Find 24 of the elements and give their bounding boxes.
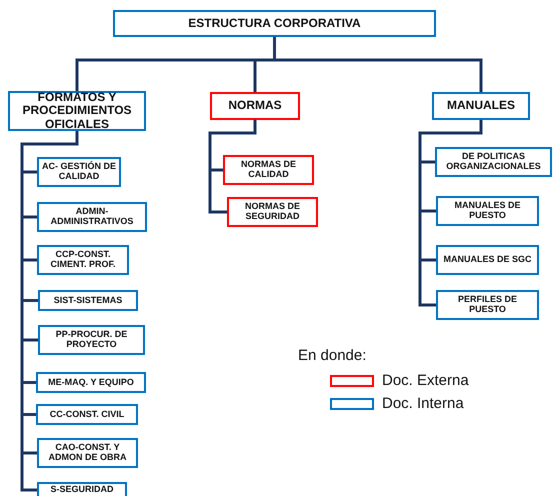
category-box: MANUALES bbox=[432, 92, 530, 120]
category-box: CAO-CONST. Y ADMON DE OBRA bbox=[37, 438, 138, 468]
legend-text: Doc. Externa bbox=[382, 372, 469, 389]
connector-line bbox=[418, 120, 482, 306]
category-box: S-SEGURIDAD bbox=[37, 482, 127, 496]
category-box: ADMIN-ADMINISTRATIVOS bbox=[37, 202, 147, 232]
category-box: NORMAS DE SEGURIDAD bbox=[227, 197, 318, 227]
category-box: MANUALES DE PUESTO bbox=[436, 196, 539, 226]
category-box: PP-PROCUR. DE PROYECTO bbox=[38, 325, 145, 355]
category-box: CC-CONST. CIVIL bbox=[36, 404, 138, 425]
category-box: SIST-SISTEMAS bbox=[38, 290, 138, 311]
legend-text: Doc. Interna bbox=[382, 395, 464, 412]
root-box: ESTRUCTURA CORPORATIVA bbox=[113, 10, 436, 37]
category-box: CCP-CONST. CIMENT. PROF. bbox=[37, 245, 129, 275]
category-box: DE POLITICAS ORGANIZACIONALES bbox=[435, 147, 552, 177]
category-box: FORMATOS Y PROCEDIMIENTOS OFICIALES bbox=[8, 91, 146, 131]
category-box: ME-MAQ. Y EQUIPO bbox=[36, 372, 146, 393]
category-box: NORMAS DE CALIDAD bbox=[223, 155, 314, 185]
connector-line bbox=[273, 37, 482, 92]
category-box: AC- GESTIÓN DE CALIDAD bbox=[37, 157, 121, 187]
category-box: MANUALES DE SGC bbox=[436, 245, 539, 275]
legend-heading: En donde: bbox=[298, 347, 366, 364]
category-box: PERFILES DE PUESTO bbox=[436, 290, 539, 320]
category-box: NORMAS bbox=[210, 92, 300, 120]
